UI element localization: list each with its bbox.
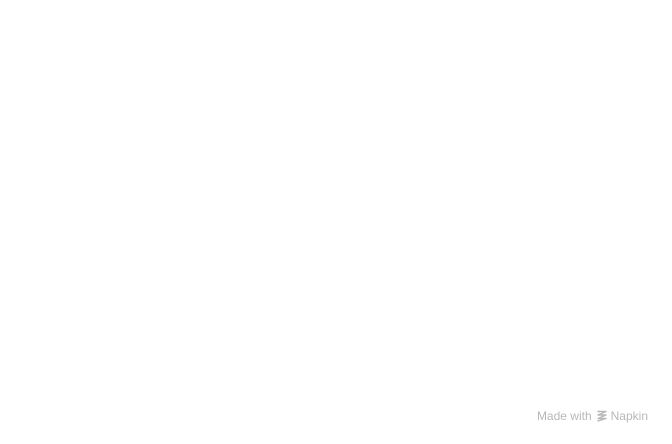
napkin-logo-icon <box>596 410 608 422</box>
napkin-brand-label: Napkin <box>610 409 648 423</box>
napkin-brand: Napkin <box>596 409 648 423</box>
watermark-prefix: Made with <box>536 409 592 423</box>
made-with-napkin-watermark: Made with Napkin <box>537 409 648 423</box>
